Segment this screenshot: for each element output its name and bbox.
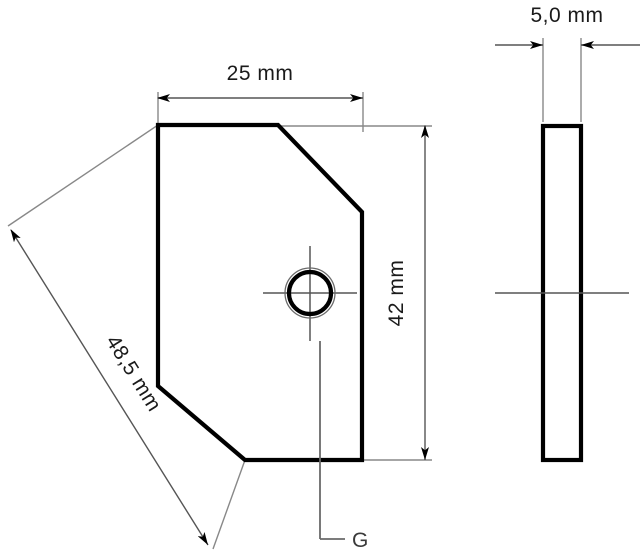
- dimension-line-diagonal: [10, 229, 209, 546]
- hole-callout-label: G: [352, 529, 368, 552]
- through-hole: [286, 269, 334, 317]
- extension-line-diagonal-bottom: [212, 459, 246, 550]
- part-outline-front: [155, 122, 365, 463]
- dimension-label-thickness: 5,0 mm: [530, 4, 603, 27]
- hole-outer-circle: [284, 267, 336, 319]
- dimension-label-height: 42 mm: [385, 260, 408, 327]
- side-view: [495, 38, 640, 463]
- dimension-label-width: 25 mm: [227, 62, 294, 85]
- extension-line-diagonal-top: [7, 124, 159, 227]
- front-view: [7, 92, 432, 550]
